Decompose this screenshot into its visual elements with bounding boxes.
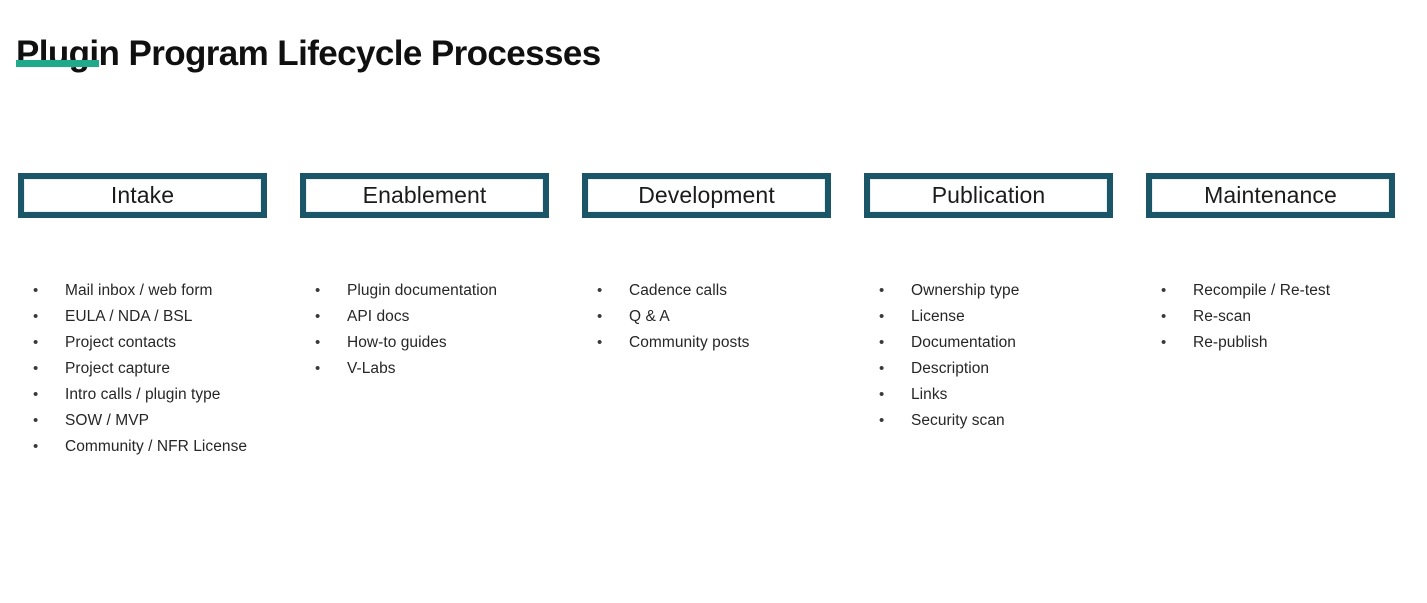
- list-item: • SOW / MVP: [33, 409, 333, 435]
- bullet-icon: •: [879, 334, 885, 351]
- phase-header-publication[interactable]: Publication: [864, 173, 1113, 218]
- bullet-icon: •: [597, 308, 603, 325]
- phase-item-list-enablement: • Plugin documentation • API docs • How-…: [315, 279, 615, 383]
- list-item-label: Project contacts: [65, 334, 177, 351]
- bullet-icon: •: [879, 412, 885, 429]
- list-item-label: Description: [911, 360, 990, 377]
- phase-column-maintenance: Maintenance • Recompile / Re-test • Re-s…: [1146, 173, 1395, 351]
- list-item-label: Links: [911, 386, 948, 403]
- phase-column-intake: Intake • Mail inbox / web form • EULA / …: [18, 173, 267, 455]
- list-item: • Q & A: [597, 305, 897, 331]
- list-item-label: Re-scan: [1193, 308, 1252, 325]
- list-item: • Description: [879, 357, 1179, 383]
- list-item: • Community posts: [597, 331, 897, 357]
- bullet-icon: •: [879, 360, 885, 377]
- list-item: • Links: [879, 383, 1179, 409]
- list-item-label: EULA / NDA / BSL: [65, 308, 193, 325]
- bullet-icon: •: [315, 308, 321, 325]
- phase-header-label: Maintenance: [1204, 182, 1337, 208]
- phase-item-list-maintenance: • Recompile / Re-test • Re-scan • Re-pub…: [1161, 279, 1427, 357]
- bullet-icon: •: [33, 412, 39, 429]
- title-accent-bar: [16, 60, 99, 67]
- bullet-icon: •: [597, 282, 603, 299]
- list-item-label: API docs: [347, 308, 410, 325]
- phase-column-development: Development • Cadence calls • Q & A • Co…: [582, 173, 831, 351]
- list-item: • Project capture: [33, 357, 333, 383]
- list-item: • Mail inbox / web form: [33, 279, 333, 305]
- list-item-label: How-to guides: [347, 334, 447, 351]
- list-item: • Re-publish: [1161, 331, 1427, 357]
- bullet-icon: •: [33, 334, 39, 351]
- list-item: • Plugin documentation: [315, 279, 615, 305]
- bullet-icon: •: [33, 360, 39, 377]
- list-item: • API docs: [315, 305, 615, 331]
- list-item: • Cadence calls: [597, 279, 897, 305]
- list-item-label: Community / NFR License: [65, 438, 248, 455]
- list-item-label: Security scan: [911, 412, 1005, 429]
- phase-item-list-intake: • Mail inbox / web form • EULA / NDA / B…: [33, 279, 333, 461]
- list-item: • Recompile / Re-test: [1161, 279, 1427, 305]
- phase-column-enablement: Enablement • Plugin documentation • API …: [300, 173, 549, 377]
- list-item-label: Q & A: [629, 308, 670, 325]
- list-item: • Re-scan: [1161, 305, 1427, 331]
- bullet-icon: •: [33, 386, 39, 403]
- bullet-icon: •: [315, 360, 321, 377]
- phase-column-publication: Publication • Ownership type • License •…: [864, 173, 1113, 429]
- phase-header-intake[interactable]: Intake: [18, 173, 267, 218]
- list-item-label: Community posts: [629, 334, 750, 351]
- list-item-label: Mail inbox / web form: [65, 282, 213, 299]
- list-item-label: Re-publish: [1193, 334, 1268, 351]
- list-item-label: Intro calls / plugin type: [65, 386, 221, 403]
- list-item-label: Cadence calls: [629, 282, 728, 299]
- page-title: Plugin Program Lifecycle Processes: [16, 34, 601, 74]
- phase-header-development[interactable]: Development: [582, 173, 831, 218]
- list-item: • License: [879, 305, 1179, 331]
- list-item: • EULA / NDA / BSL: [33, 305, 333, 331]
- list-item-label: Ownership type: [911, 282, 1020, 299]
- bullet-icon: •: [597, 334, 603, 351]
- list-item-label: SOW / MVP: [65, 412, 149, 429]
- bullet-icon: •: [33, 282, 39, 299]
- bullet-icon: •: [879, 386, 885, 403]
- phase-header-label: Intake: [110, 182, 175, 208]
- list-item: • How-to guides: [315, 331, 615, 357]
- bullet-icon: •: [33, 308, 39, 325]
- bullet-icon: •: [315, 334, 321, 351]
- bullet-icon: •: [33, 438, 39, 455]
- phase-item-list-development: • Cadence calls • Q & A • Community post…: [597, 279, 897, 357]
- phase-header-enablement[interactable]: Enablement: [300, 173, 549, 218]
- phase-header-label: Development: [638, 182, 775, 208]
- list-item-label: License: [911, 308, 965, 325]
- list-item: • Project contacts: [33, 331, 333, 357]
- list-item: • Security scan: [879, 409, 1179, 435]
- list-item-label: Plugin documentation: [347, 282, 498, 299]
- list-item-label: Project capture: [65, 360, 170, 377]
- phase-header-label: Enablement: [362, 182, 487, 208]
- phase-header-label: Publication: [931, 182, 1046, 208]
- list-item: • Ownership type: [879, 279, 1179, 305]
- list-item-label: Recompile / Re-test: [1193, 282, 1331, 299]
- list-item: • Community / NFR License: [33, 435, 333, 461]
- list-item-label: V-Labs: [347, 360, 396, 377]
- bullet-icon: •: [1161, 282, 1167, 299]
- bullet-icon: •: [879, 282, 885, 299]
- bullet-icon: •: [1161, 334, 1167, 351]
- phase-item-list-publication: • Ownership type • License • Documentati…: [879, 279, 1179, 435]
- list-item: • Documentation: [879, 331, 1179, 357]
- bullet-icon: •: [315, 282, 321, 299]
- bullet-icon: •: [879, 308, 885, 325]
- list-item: • V-Labs: [315, 357, 615, 383]
- bullet-icon: •: [1161, 308, 1167, 325]
- list-item: • Intro calls / plugin type: [33, 383, 333, 409]
- list-item-label: Documentation: [911, 334, 1016, 351]
- phase-header-maintenance[interactable]: Maintenance: [1146, 173, 1395, 218]
